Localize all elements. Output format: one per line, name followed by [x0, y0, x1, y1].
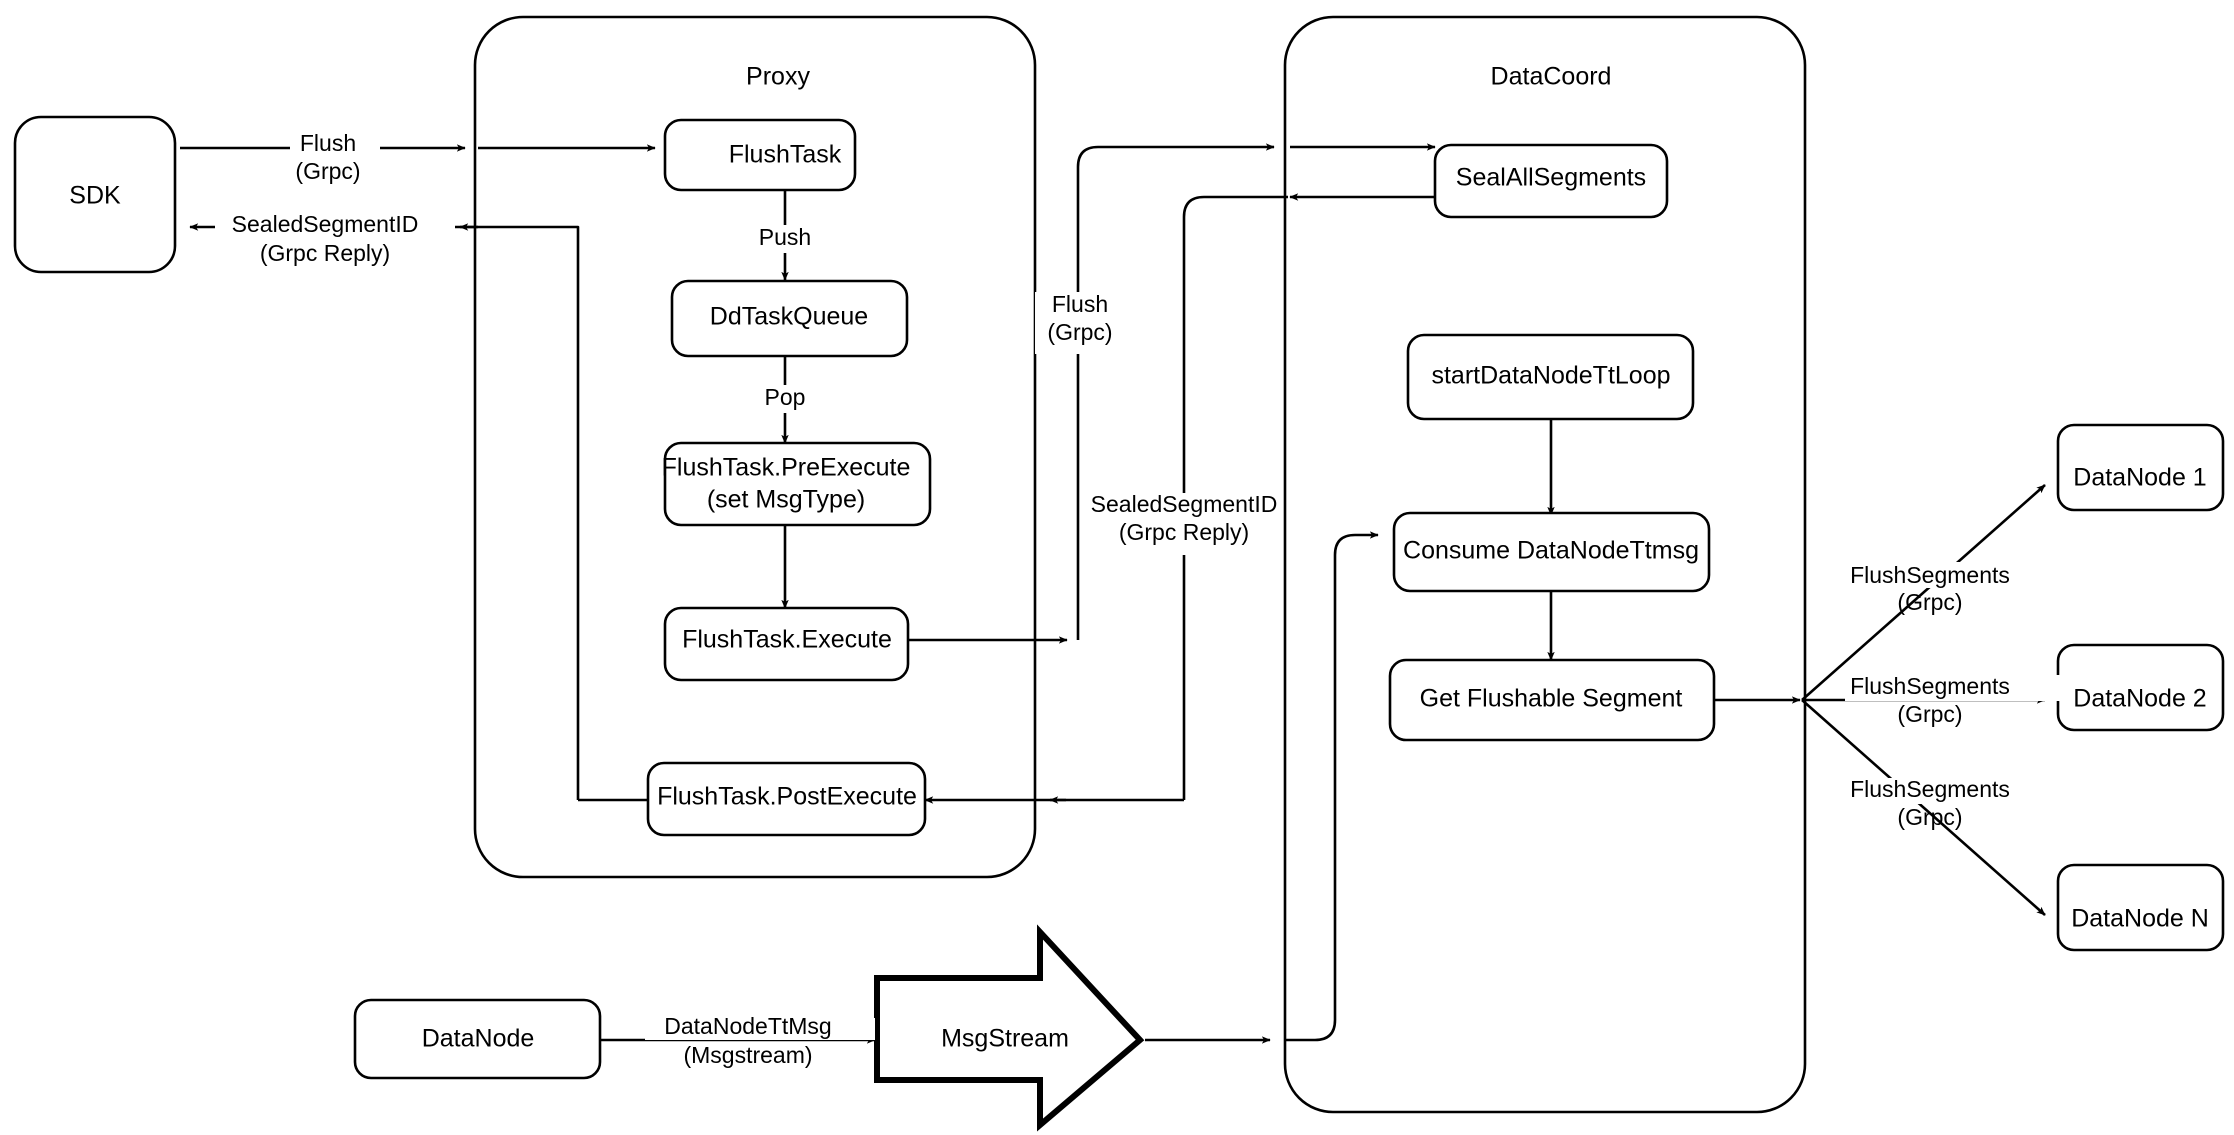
edge-label-push: Push	[759, 224, 811, 250]
edge-label-ttmsg-line2: (Msgstream)	[683, 1042, 812, 1068]
label-bg	[645, 1018, 875, 1040]
edge-datacoord-ttmsg-rail	[1285, 531, 1379, 1042]
edge-label-sdk-flush-line2: (Grpc)	[295, 158, 360, 184]
node-datanode-2-label: DataNode 2	[2073, 685, 2206, 713]
node-sdk[interactable]	[13, 115, 177, 274]
edge-label-flushsegments-n-line1: FlushSegments	[1850, 776, 2010, 802]
edge-label-sdk-reply-line2: (Grpc Reply)	[260, 240, 390, 266]
node-preexecute[interactable]	[663, 441, 932, 527]
label-bg	[1090, 493, 1280, 555]
edge-sealedsegmentid-rail	[1182, 195, 1288, 800]
node-start-datanode-tt-loop-label: startDataNodeTtLoop	[1431, 362, 1670, 390]
node-datanode-n[interactable]	[2056, 863, 2225, 952]
node-postexecute-label: FlushTask.PostExecute	[657, 783, 917, 811]
edge-label-datacoord-reply-line1: SealedSegmentID	[1091, 491, 1278, 517]
node-sealallsegments[interactable]	[1433, 143, 1669, 219]
label-bg	[1845, 778, 2060, 804]
label-bg	[1035, 292, 1125, 354]
label-bg	[750, 225, 820, 253]
node-ddtaskqueue[interactable]	[670, 279, 909, 358]
node-execute[interactable]	[663, 606, 910, 682]
node-datanode-1-label: DataNode 1	[2073, 464, 2206, 492]
edge-label-flushsegments-2-line2: (Grpc)	[1897, 701, 1962, 727]
node-msgstream[interactable]	[874, 924, 1145, 1132]
node-consume-datanode-ttmsg[interactable]	[1392, 511, 1711, 593]
node-preexecute-label-line1: FlushTask.PreExecute	[662, 454, 911, 482]
edge-flush-rail-vertical	[1076, 145, 1270, 640]
edge-junction-to-datanoden	[1801, 699, 2046, 916]
node-ddtaskqueue-label: DdTaskQueue	[710, 303, 868, 331]
node-postexecute[interactable]	[646, 761, 927, 837]
node-start-datanode-tt-loop[interactable]	[1406, 333, 1695, 421]
edge-label-flushsegments-2-line1: FlushSegments	[1850, 673, 2010, 699]
edge-label-flushsegments-n-line2: (Grpc)	[1897, 804, 1962, 830]
node-datanode-bottom-label: DataNode	[422, 1025, 535, 1053]
node-get-flushable-segment[interactable]	[1388, 658, 1716, 742]
label-bg	[215, 214, 455, 236]
label-bg	[753, 385, 817, 413]
node-datanode-n-label: DataNode N	[2071, 905, 2209, 933]
edge-label-sdk-flush-line1: Flush	[300, 130, 356, 156]
edge-label-sdk-reply-line1: SealedSegmentID	[232, 211, 419, 237]
edge-label-datacoord-reply-line2: (Grpc Reply)	[1119, 519, 1249, 545]
node-flushtask[interactable]	[663, 118, 857, 192]
label-bg	[1845, 675, 2060, 701]
node-sealallsegments-label: SealAllSegments	[1456, 164, 1646, 192]
edge-label-proxy-flush-line1: Flush	[1052, 291, 1108, 317]
node-consume-datanode-ttmsg-label: Consume DataNodeTtmsg	[1403, 537, 1699, 565]
node-flushtask-label: FlushTask	[729, 141, 842, 169]
group-datacoord-label: DataCoord	[1491, 63, 1612, 91]
edge-label-flushsegments-1-line1: FlushSegments	[1850, 562, 2010, 588]
edge-label-proxy-flush-line2: (Grpc)	[1047, 319, 1112, 345]
edge-junction-to-datanode1	[1801, 484, 2046, 701]
edge-label-ttmsg-line1: DataNodeTtMsg	[664, 1013, 831, 1039]
node-preexecute-label-line2: (set MsgType)	[707, 486, 865, 514]
edge-label-pop: Pop	[765, 384, 806, 410]
edge-label-flushsegments-1-line2: (Grpc)	[1897, 589, 1962, 615]
node-sdk-label: SDK	[69, 182, 121, 210]
node-datanode-1[interactable]	[2056, 423, 2225, 512]
label-bg	[1845, 562, 2060, 588]
node-msgstream-label: MsgStream	[941, 1025, 1069, 1053]
node-execute-label: FlushTask.Execute	[682, 626, 892, 654]
group-proxy-label: Proxy	[746, 63, 810, 91]
node-datanode-bottom[interactable]	[353, 998, 602, 1080]
node-get-flushable-segment-label: Get Flushable Segment	[1420, 685, 1683, 713]
label-bg	[290, 125, 380, 151]
